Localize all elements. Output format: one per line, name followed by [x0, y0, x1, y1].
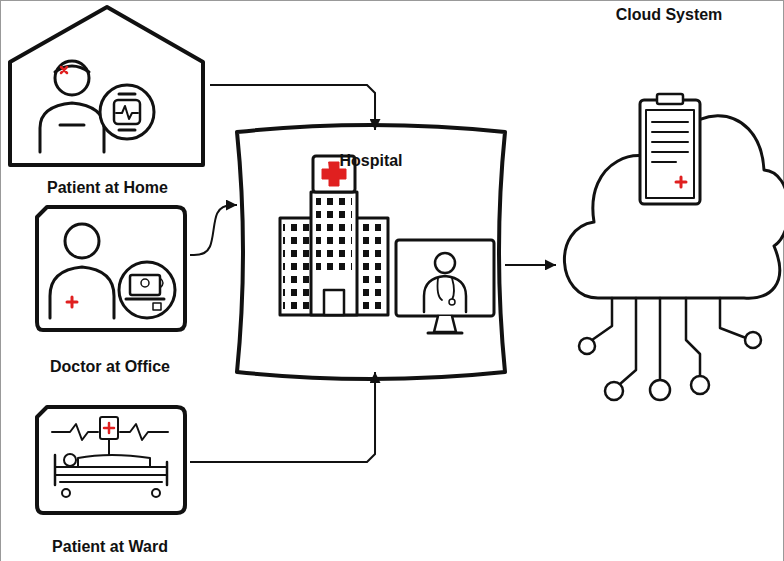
node-box: Patient at Home — [5, 0, 210, 200]
node-label: Patient at Home — [47, 178, 168, 198]
flow-arrow — [190, 205, 237, 255]
ward-illustration — [37, 407, 185, 513]
node-label: Patient at Ward — [52, 537, 168, 557]
node-box: Patient at Ward — [30, 400, 190, 559]
node-box: Doctor at Office — [30, 200, 190, 380]
node-box: Hospital — [237, 130, 505, 372]
cloud-illustration — [564, 94, 784, 400]
hospital-illustration — [237, 125, 505, 379]
node-label: Cloud System — [616, 5, 723, 25]
node-label: Hospital — [339, 151, 402, 171]
house-illustration — [10, 7, 203, 165]
node-box: Cloud System — [556, 0, 782, 300]
flow-arrow — [505, 264, 556, 266]
flow-arrow — [190, 372, 375, 462]
flow-arrow — [210, 85, 375, 130]
office-illustration — [37, 207, 185, 330]
node-label: Doctor at Office — [50, 357, 170, 377]
